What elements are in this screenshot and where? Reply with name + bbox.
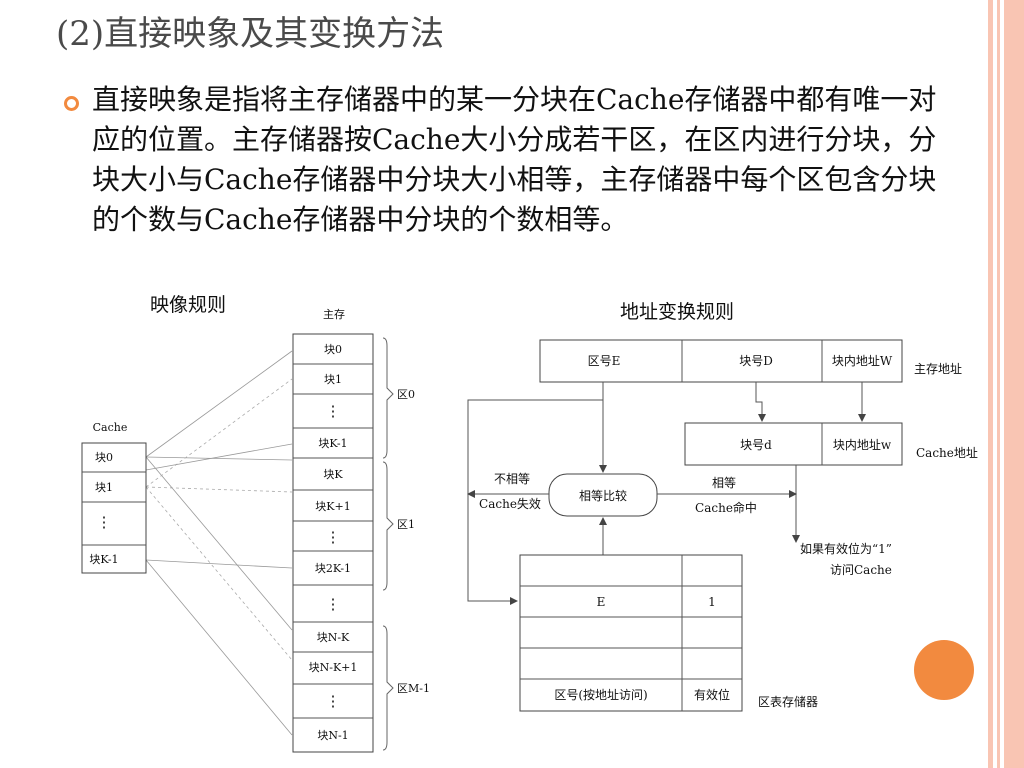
cache-block-0: 块0	[95, 451, 113, 464]
main-block-k+1: 块K+1	[315, 500, 350, 513]
cache-address-field-offset: 块内地址w	[833, 438, 892, 452]
decor-stripe-2	[997, 0, 1000, 768]
region-label-0: 区0	[397, 388, 415, 401]
main-block-dots: ⋮	[326, 402, 341, 420]
hit-label: Cache命中	[695, 500, 757, 515]
cache-address-box	[684, 422, 903, 466]
cache-block-dots: ⋮	[97, 513, 112, 531]
main-block-k: 块K	[323, 468, 343, 481]
arrow-block-to-cache	[755, 382, 766, 422]
region-m-1-brace	[382, 625, 394, 751]
main-block-2k-1: 块2K-1	[315, 562, 351, 575]
main-block-0: 块0	[324, 343, 342, 356]
zone-table	[519, 554, 743, 712]
main-block-n-k+1: 块N-K+1	[309, 661, 358, 674]
compare-label: 相等比较	[579, 488, 627, 503]
not-equal-label: 不相等	[494, 472, 530, 486]
slide-title: (2)直接映象及其变换方法	[56, 14, 445, 54]
decor-stripe-1	[988, 0, 993, 768]
region-0-brace	[382, 337, 394, 459]
region-label-1: 区1	[397, 518, 415, 531]
main-block-dots: ⋮	[326, 595, 341, 613]
cache-block-k-1: 块K-1	[89, 553, 118, 566]
decor-orange-circle	[914, 640, 974, 700]
main-memory-label: 主存	[323, 307, 345, 321]
compare-node	[548, 473, 658, 517]
main-address-label: 主存地址	[914, 362, 962, 376]
main-address-box	[539, 339, 903, 383]
address-rule-caption: 地址变换规则	[620, 301, 735, 323]
table-cell-valid: 1	[708, 595, 716, 609]
arrow-zone-to-table	[467, 399, 603, 605]
main-block-n-k: 块N-K	[317, 631, 350, 644]
table-cell-e: E	[597, 595, 606, 609]
table-label: 区表存储器	[758, 694, 818, 709]
main-memory-column	[292, 333, 374, 753]
main-address-field-offset: 块内地址W	[832, 354, 893, 368]
main-block-dots: ⋮	[326, 528, 341, 546]
region-1-brace	[382, 461, 394, 591]
table-header-zone: 区号(按地址访问)	[554, 688, 647, 702]
table-header-valid: 有效位	[694, 687, 730, 702]
cache-label: Cache	[93, 421, 128, 434]
miss-label: Cache失效	[479, 496, 541, 511]
valid-note-line-2: 访问Cache	[830, 563, 892, 577]
cache-address-label: Cache地址	[916, 446, 978, 460]
region-label-m-1: 区M-1	[397, 682, 430, 695]
circle-bullet-icon	[64, 96, 79, 111]
cache-address-field-block: 块号d	[740, 438, 772, 452]
main-block-k-1: 块K-1	[318, 437, 347, 450]
cache-column	[81, 442, 147, 574]
equal-label: 相等	[712, 476, 736, 490]
main-block-dots: ⋮	[326, 692, 341, 710]
main-block-n-1: 块N-1	[317, 729, 348, 742]
cache-block-1: 块1	[95, 481, 113, 494]
valid-note-line-1: 如果有效位为“1”	[800, 541, 892, 556]
main-address-field-block: 块号D	[739, 354, 773, 368]
main-address-field-zone: 区号E	[588, 354, 621, 368]
mapping-rule-caption: 映像规则	[150, 294, 227, 316]
main-block-1: 块1	[324, 373, 342, 386]
mapping-lines	[145, 350, 293, 736]
decor-stripe-3	[1004, 0, 1024, 768]
bullet-text: 直接映象是指将主存储器中的某一分块在Cache存储器中都有唯一对应的位置。主存储…	[92, 83, 937, 236]
